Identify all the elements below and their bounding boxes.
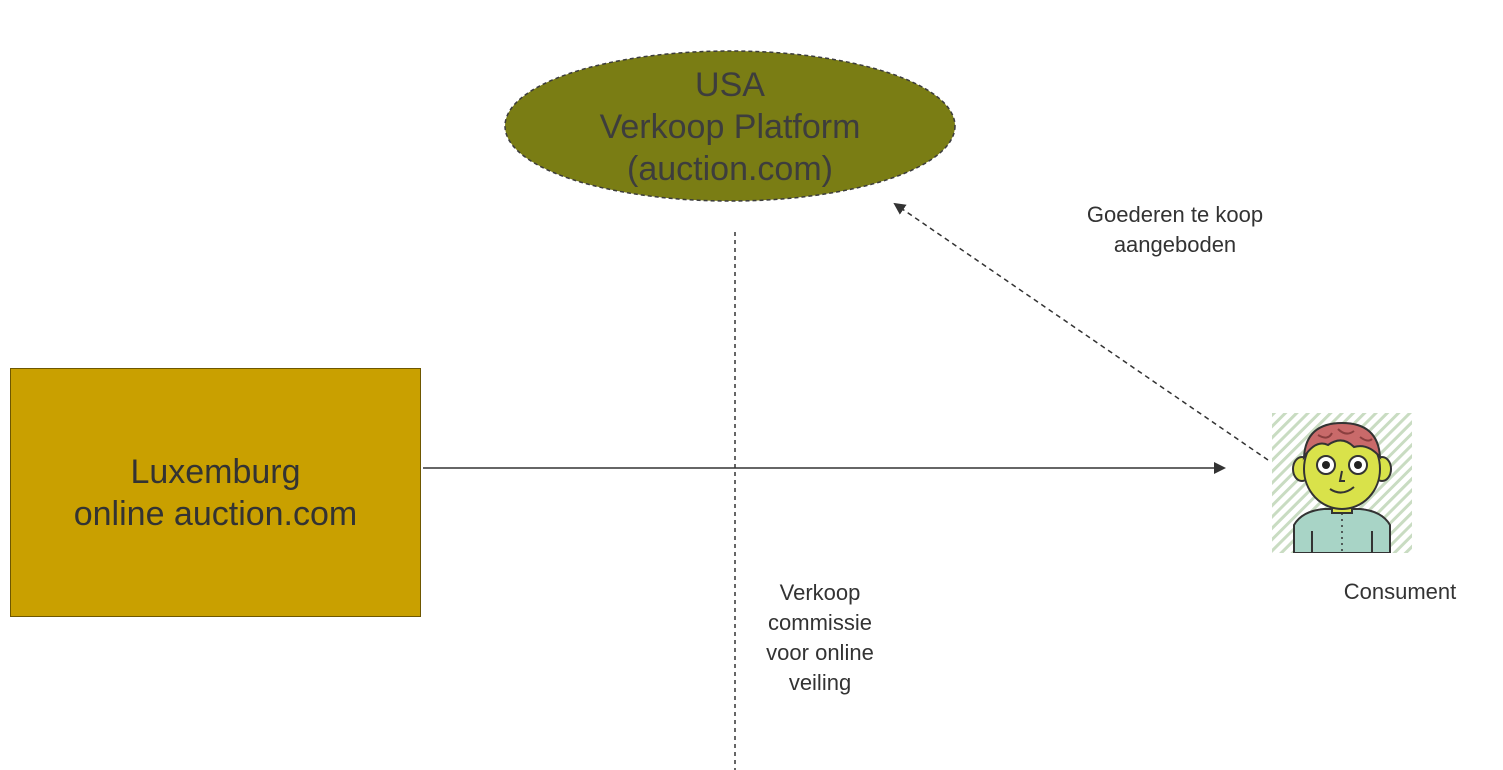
company-country: Luxemburg	[130, 452, 301, 491]
goods-offered-arrow	[893, 202, 1269, 461]
platform-ellipse	[504, 50, 956, 202]
platform-domain: (auction.com)	[627, 150, 833, 188]
consumer-label: Consument	[1343, 579, 1457, 604]
company-node: Luxemburg online auction.com	[10, 368, 421, 617]
goods-offered-label: Goederen te koop aangeboden	[1086, 202, 1264, 257]
platform-name: Verkoop Platform	[599, 108, 861, 146]
platform-node-label: USA Verkoop Platform (auction.com)	[505, 52, 955, 202]
platform-country: USA	[695, 66, 765, 104]
company-name: online auction.com	[73, 494, 358, 533]
consumer-avatar-icon	[1272, 413, 1412, 553]
commission-label: Verkoop commissie voor online veiling	[766, 580, 874, 695]
